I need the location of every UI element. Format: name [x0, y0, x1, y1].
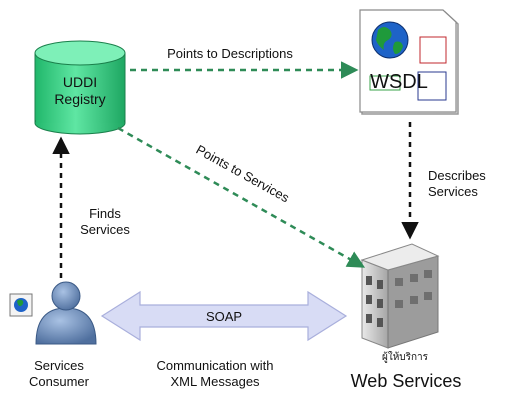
soap-double-arrow: [100, 290, 348, 342]
finds-line1: Finds: [89, 206, 121, 221]
communication-label: Communication with XML Messages: [140, 358, 290, 390]
communication-line1: Communication with: [156, 358, 274, 373]
describes-services-label: Describes Services: [428, 168, 508, 200]
consumer-line2: Consumer: [29, 374, 89, 389]
building-icon: [360, 243, 440, 349]
consumer-line1: Services: [34, 358, 84, 373]
web-services-thai-label: ผู้ให้บริการ: [381, 352, 429, 363]
describes-line1: Describes: [428, 168, 486, 183]
wsdl-label: WSDL: [370, 71, 428, 93]
uddi-registry-label: UDDI Registry: [50, 74, 110, 108]
points-to-services-arrow: [117, 126, 366, 268]
web-services-label: Web Services: [350, 371, 462, 391]
finds-line2: Services: [80, 222, 130, 237]
services-consumer-label: Services Consumer: [14, 358, 104, 390]
describes-line2: Services: [428, 184, 478, 199]
communication-line2: XML Messages: [170, 374, 260, 389]
globe-badge-icon: [9, 293, 33, 317]
soap-label: SOAP: [205, 309, 243, 324]
document-globe-icon: [359, 9, 459, 115]
uddi-line2: Registry: [54, 91, 106, 107]
person-icon: [35, 281, 97, 345]
finds-services-label: Finds Services: [74, 206, 136, 238]
uddi-line1: UDDI: [62, 74, 98, 90]
points-to-descriptions-label: Points to Descriptions: [167, 46, 293, 61]
uddi-registry-cylinder: [34, 40, 126, 135]
